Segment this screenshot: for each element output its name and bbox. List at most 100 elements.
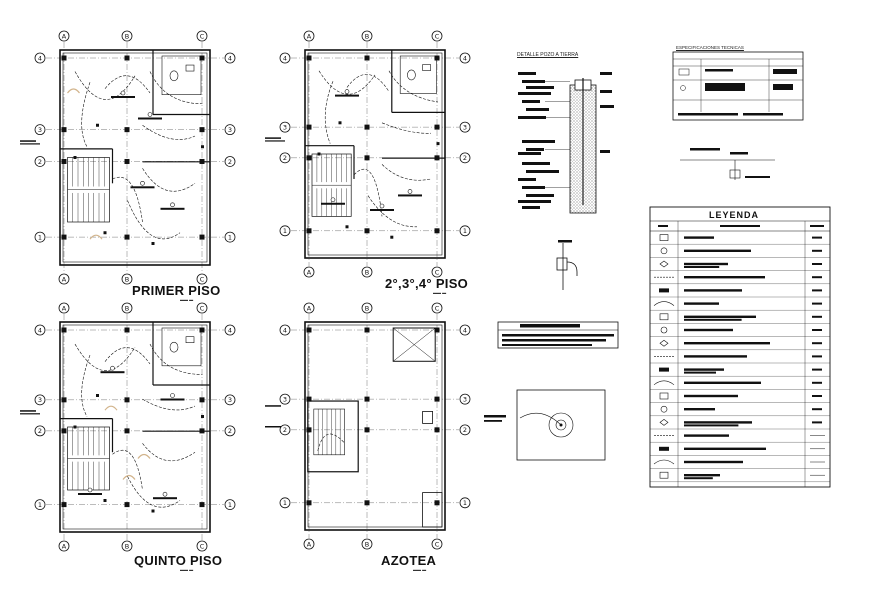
- legend-symbol-icon: [653, 301, 675, 306]
- legend-description-block: [684, 421, 752, 424]
- axis-bubble-left-2-label: 2: [283, 154, 287, 162]
- axis-bubble-bottom-C-label: C: [435, 540, 440, 548]
- room-label-block: [111, 96, 135, 98]
- spec-text-block: [600, 72, 612, 75]
- axis-bubble-left-4-label: 4: [283, 54, 287, 62]
- legend-symbol-icon: [659, 288, 669, 293]
- axis-bubble-bottom-C-label: C: [435, 268, 440, 276]
- light-fixture-icon: [140, 181, 145, 186]
- structural-column: [364, 500, 370, 506]
- legend-description-block: [684, 424, 739, 427]
- outlet-icon: [390, 235, 394, 239]
- axis-bubble-right-2-label: 2: [228, 427, 232, 435]
- detail-box: [729, 169, 741, 179]
- axis-bubble-right-2-label: 2: [228, 158, 232, 166]
- plan-title-primer-piso: PRIMER PISO: [132, 283, 221, 298]
- legend-symbol-icon: [659, 446, 669, 451]
- legend-symbol-icon: [653, 380, 675, 386]
- axis-bubble-right-3-label: 3: [463, 123, 467, 131]
- legend-unit-block: [812, 315, 822, 318]
- outlet-icon: [201, 145, 204, 149]
- spec-text-block: [518, 72, 536, 75]
- plan-title-tipico: 2°,3°,4° PISO: [385, 276, 469, 291]
- legend-unit-block: [812, 381, 822, 384]
- axis-bubble-left-3-label: 3: [283, 395, 287, 403]
- axis-bubble-top-C-label: C: [200, 304, 205, 312]
- structural-column: [124, 428, 130, 434]
- legend-unit-block: [812, 263, 822, 265]
- legend-description-block: [684, 236, 714, 239]
- axis-bubble-right-4-label: 4: [463, 326, 467, 334]
- axis-bubble-bottom-C: [196, 273, 208, 285]
- axis-bubble-right-4-label: 4: [228, 326, 232, 334]
- legend-description-block: [684, 371, 716, 374]
- axis-bubble-bottom-A: [58, 540, 70, 552]
- spec-text-block: [522, 140, 555, 143]
- room-label-block: [160, 207, 185, 210]
- legend-symbol-icon: [653, 459, 675, 465]
- text-block: [720, 225, 760, 227]
- bathroom: [161, 327, 202, 367]
- axis-bubble-top-C-label: C: [435, 32, 440, 40]
- legend-description-block: [684, 434, 729, 437]
- legend-description-block: [684, 474, 720, 477]
- axis-bubble-left-3-label: 3: [283, 123, 287, 131]
- circuit-line: [318, 70, 376, 95]
- light-fixture-icon: [330, 197, 336, 203]
- legend-description-block: [684, 315, 756, 318]
- legend-unit-block: [812, 249, 822, 252]
- ground-point-detail: [484, 389, 606, 461]
- axis-bubble-right-4-label: 4: [463, 54, 467, 62]
- circuit-line: [104, 75, 151, 94]
- spec-text-block: [526, 108, 549, 111]
- outlet-icon: [338, 121, 342, 125]
- connector-cable: [566, 261, 578, 276]
- axis-bubble-top-A: [58, 302, 70, 314]
- circuit-line: [142, 443, 196, 462]
- axis-bubble-left-2-label: 2: [38, 427, 42, 435]
- structural-column: [61, 397, 67, 403]
- light-fixture-icon: [170, 393, 175, 398]
- room-label-block: [321, 202, 345, 205]
- axis-bubble-left-2-label: 2: [283, 426, 287, 434]
- legend-table: [649, 206, 831, 488]
- structural-column: [434, 427, 440, 433]
- legend-description-block: [684, 328, 733, 332]
- circuit-line: [127, 200, 181, 240]
- legend-description-block: [684, 460, 743, 464]
- legend-symbol-icon: [660, 405, 668, 413]
- structural-column: [61, 127, 67, 133]
- axis-bubble-left-4-label: 4: [38, 326, 42, 334]
- circuit-line: [353, 169, 383, 217]
- light-fixture-icon: [344, 89, 350, 94]
- axis-bubble-left-3-label: 3: [38, 126, 42, 134]
- annotation-block: [20, 413, 40, 415]
- text-block: [502, 344, 592, 346]
- structural-column: [61, 158, 67, 164]
- structural-column: [199, 55, 205, 61]
- structural-column: [124, 234, 130, 240]
- axis-bubble-left-4: [279, 324, 291, 336]
- legend-symbol-icon: [659, 234, 669, 241]
- legend-symbol-icon: [659, 392, 669, 400]
- circuit-line: [388, 70, 439, 103]
- axis-bubble-left-3: [34, 124, 46, 136]
- connector-clamp: [556, 257, 568, 271]
- legend-description-block: [684, 368, 724, 371]
- axis-bubble-top-A: [303, 30, 315, 42]
- circuit-line: [317, 433, 345, 452]
- axis-bubble-top-A-label: A: [62, 32, 67, 40]
- circuit-line: [104, 347, 151, 365]
- axis-bubble-left-2: [279, 424, 291, 436]
- bathroom: [399, 55, 437, 94]
- outlet-icon: [436, 142, 440, 146]
- structural-column: [306, 228, 312, 234]
- legend-unit-block: [812, 289, 822, 292]
- axis-bubble-right-4: [459, 52, 471, 64]
- axis-bubble-left-2: [34, 425, 46, 437]
- room-label-block: [130, 186, 155, 189]
